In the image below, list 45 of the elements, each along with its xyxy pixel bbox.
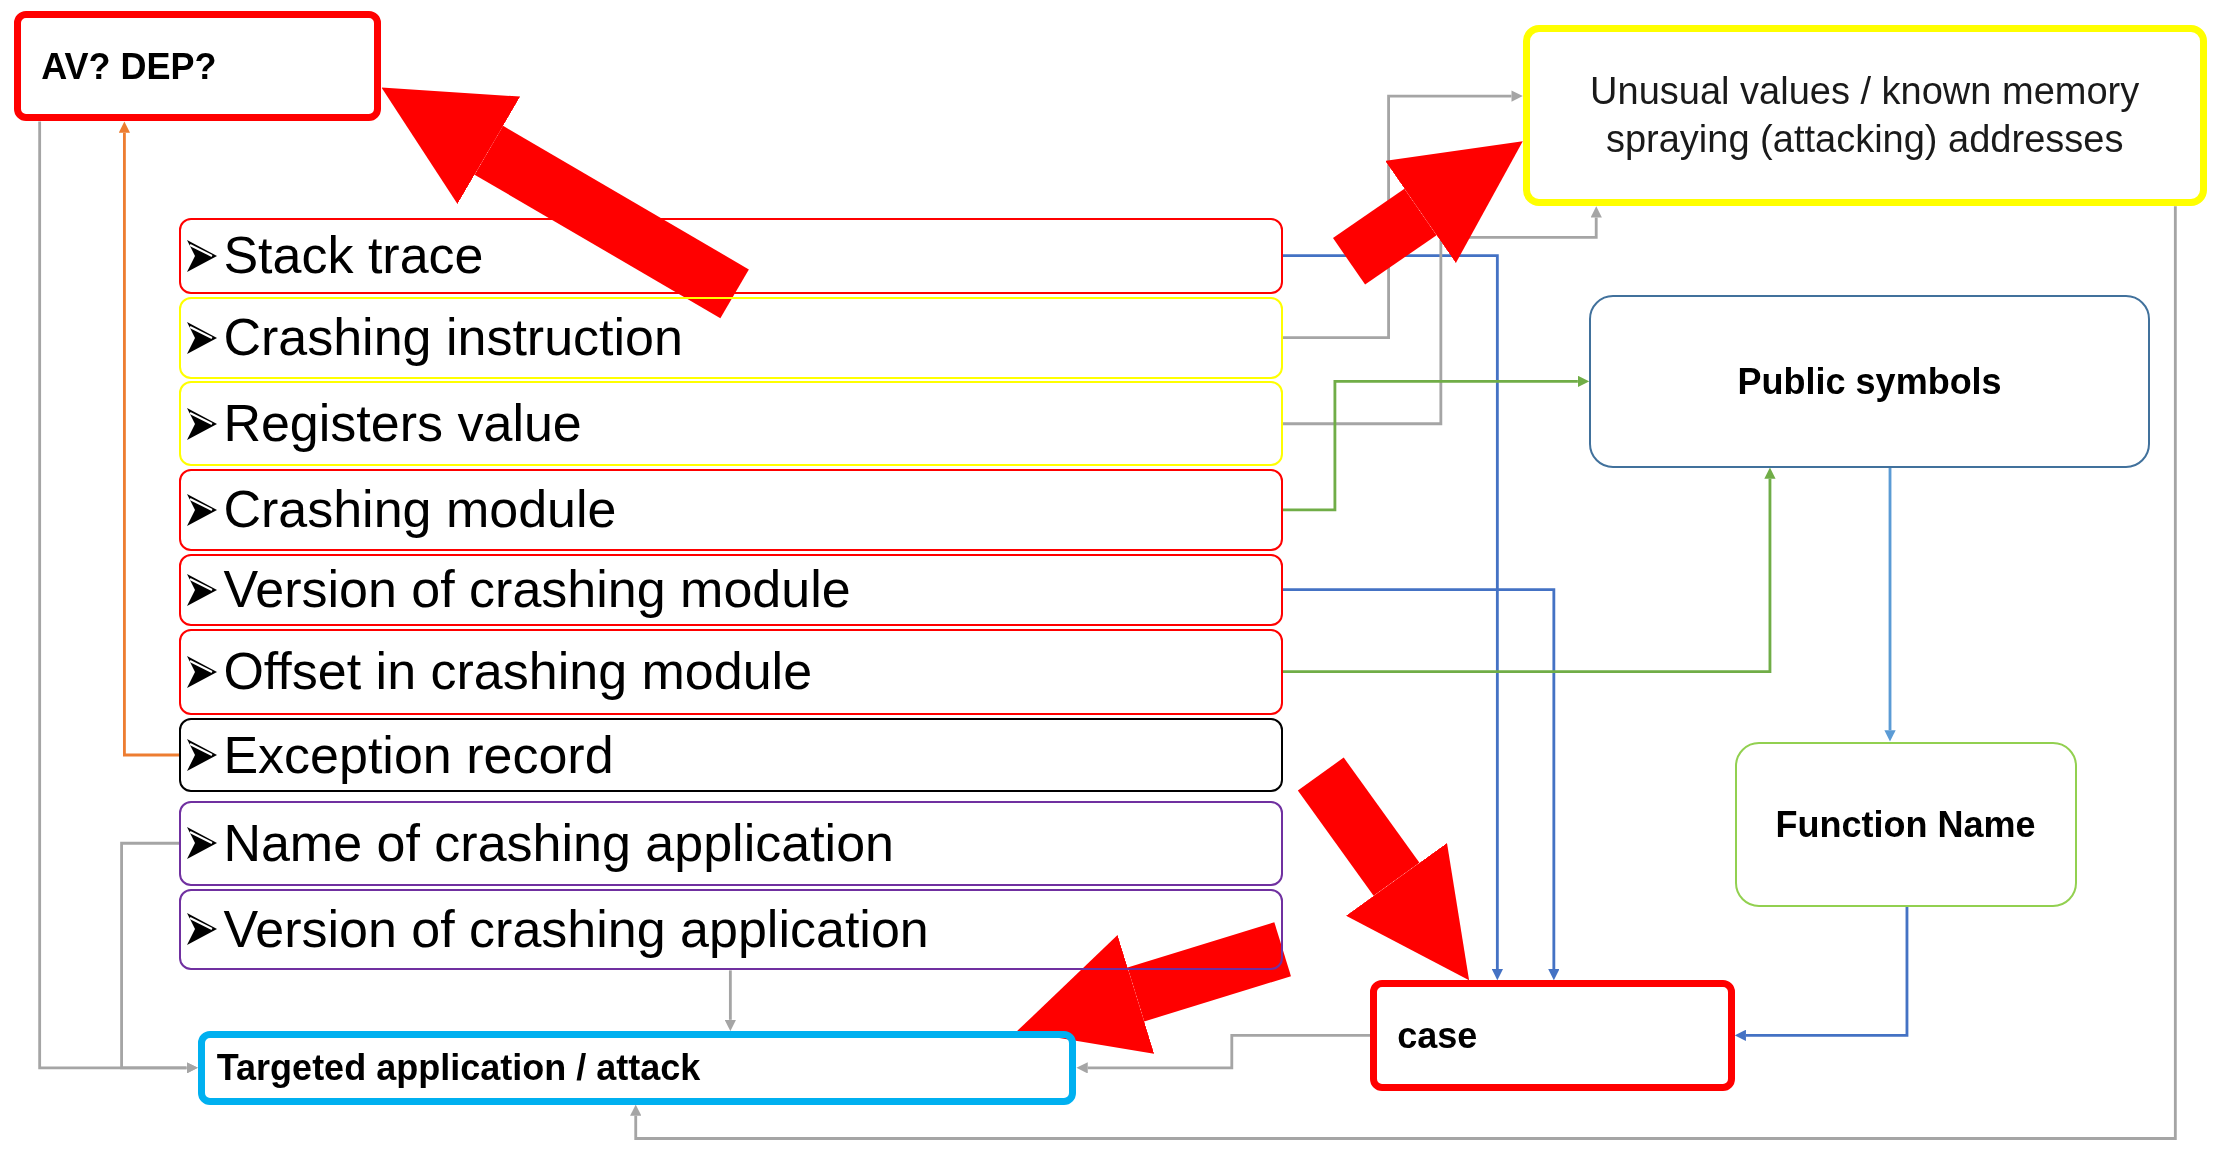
- list-item-box: [179, 628, 1283, 715]
- target-box: [197, 1031, 1077, 1105]
- node-label: Crashing module: [223, 479, 617, 541]
- node-label: AV? DEP?: [41, 44, 217, 89]
- process-box: [1589, 295, 2150, 468]
- arrow: [118, 121, 180, 757]
- node-label: Targeted application / attack: [216, 1046, 701, 1091]
- arrow: [1282, 588, 1560, 981]
- list-item-box: [179, 296, 1283, 379]
- node-label: Version of crashing module: [223, 559, 851, 621]
- node-label: Exception record: [223, 724, 614, 786]
- arrow: [1282, 467, 1776, 674]
- alert-box: [1370, 980, 1735, 1091]
- alert-box: [14, 11, 382, 122]
- node-label: Crashing instruction: [223, 307, 683, 369]
- process-box: [1734, 741, 2077, 907]
- arrow: [1282, 206, 1602, 426]
- block-arrow: [1297, 757, 1470, 981]
- list-item-box: [179, 888, 1283, 971]
- list-item-box: [179, 381, 1283, 467]
- arrow: [1734, 906, 1909, 1041]
- node-label: Version of crashing application: [223, 899, 929, 960]
- note-box: [1522, 25, 2207, 207]
- node-label: Public symbols: [1737, 359, 2002, 404]
- list-item-box: [179, 800, 1283, 886]
- arrow: [1282, 254, 1503, 981]
- node-label: case: [1397, 1013, 1478, 1058]
- node-label: Stack trace: [223, 225, 484, 287]
- node-label: Unusual values / known memory spraying (attacking) addresses: [1589, 69, 2141, 162]
- node-label: Name of crashing application: [223, 812, 894, 874]
- list-item-box: [179, 553, 1283, 626]
- list-item-box: [179, 217, 1283, 294]
- arrow: [1282, 375, 1590, 512]
- arrow: [120, 841, 198, 1074]
- block-arrow: [1333, 141, 1523, 285]
- arrow: [724, 970, 736, 1032]
- list-item-box: [179, 717, 1283, 793]
- node-label: Function Name: [1775, 802, 2036, 847]
- node-label: Offset in crashing module: [223, 641, 813, 703]
- arrow: [1884, 467, 1896, 742]
- block-arrow: [381, 87, 749, 319]
- arrow: [630, 206, 2177, 1140]
- arrow: [1076, 1033, 1371, 1074]
- node-label: Registers value: [223, 393, 582, 455]
- list-item-box: [179, 469, 1283, 551]
